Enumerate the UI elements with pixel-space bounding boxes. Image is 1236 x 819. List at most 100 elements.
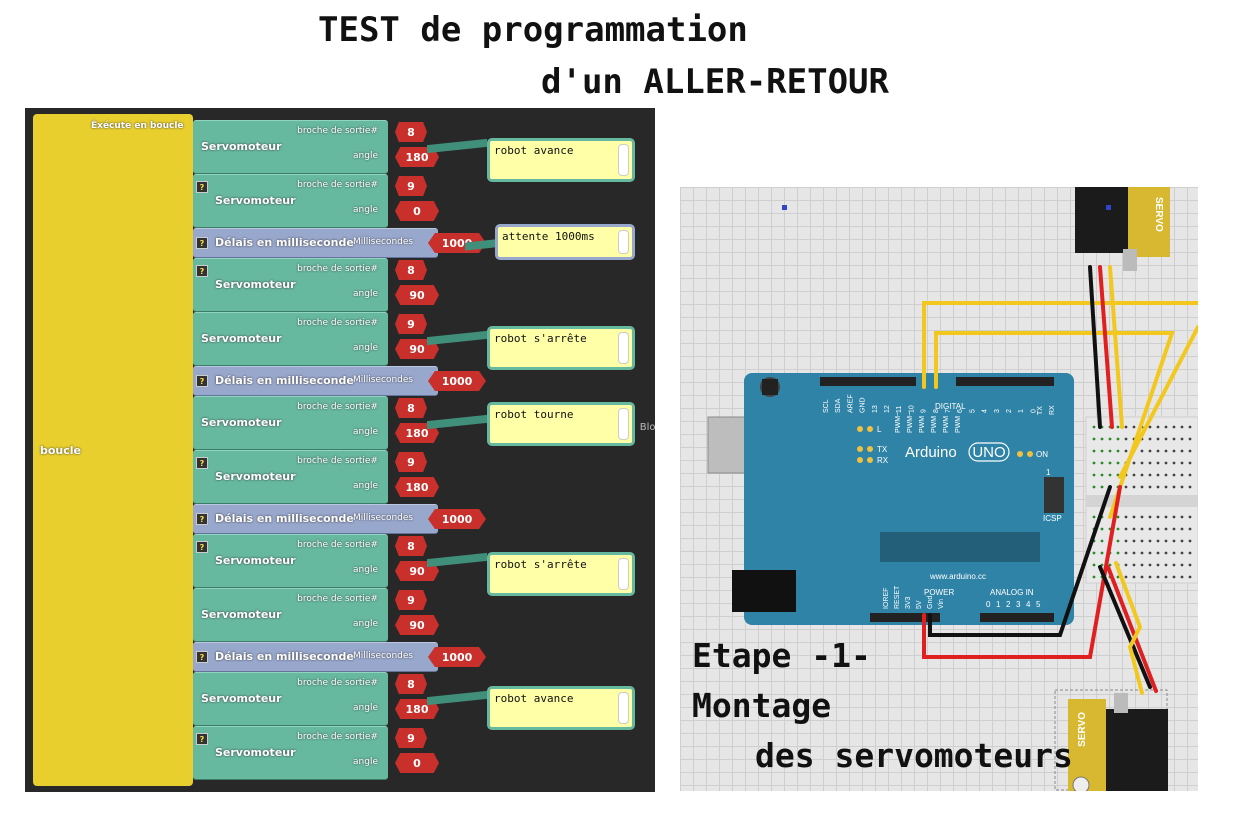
analog-pin-label: 2 [1006, 600, 1011, 609]
milliseconds-label: Millisecondes [353, 651, 414, 661]
comment-text: robot tourne [494, 408, 574, 421]
servo-bottom-label: SERVO [1077, 712, 1088, 747]
angle-value[interactable]: 90 [395, 285, 439, 305]
comment-note[interactable]: robot s'arrête [487, 552, 635, 596]
breadboard [1085, 416, 1198, 584]
pin-value[interactable]: 8 [395, 122, 427, 142]
pin-value[interactable]: 9 [395, 590, 427, 610]
txrx-label: TX [1037, 406, 1044, 415]
comment-text: attente 1000ms [502, 230, 595, 243]
board-icsp-num: 1 [1046, 468, 1051, 477]
comment-note[interactable]: robot avance [487, 686, 635, 730]
analog-pin-label: 4 [1026, 600, 1031, 609]
comment-scrollbar[interactable] [618, 408, 629, 440]
servo-block-label: Servomoteur [215, 278, 296, 291]
angle-value[interactable]: 0 [395, 753, 439, 773]
digital-pin-label: 12 [884, 405, 891, 413]
help-icon[interactable]: ? [196, 181, 208, 193]
pin-value[interactable]: 8 [395, 260, 427, 280]
comment-text: robot avance [494, 692, 574, 705]
digital-pin-label: 4 [982, 409, 989, 413]
title-line-2: d'un ALLER-RETOUR [541, 62, 889, 102]
milliseconds-value[interactable]: 1000 [428, 647, 486, 667]
help-icon[interactable]: ? [196, 733, 208, 745]
pwm-label: PWM [955, 416, 962, 433]
comment-note[interactable]: attente 1000ms [495, 224, 635, 260]
circuit-simulator[interactable]: SERVO SERVO [680, 187, 1198, 791]
angle-value[interactable]: 180 [395, 477, 439, 497]
digital-pin-label: 11 [896, 406, 903, 413]
board-model: UNO [972, 444, 1005, 461]
delay-block-label: Délais en milliseconde [215, 374, 354, 387]
pin-value[interactable]: 9 [395, 314, 427, 334]
angle-value[interactable]: 90 [395, 615, 439, 635]
help-icon[interactable]: ? [196, 513, 208, 525]
help-icon[interactable]: ? [196, 375, 208, 387]
pin-label: broche de sortie# [297, 540, 378, 550]
help-icon[interactable]: ? [196, 541, 208, 553]
help-icon[interactable]: ? [196, 237, 208, 249]
pin-value[interactable]: 8 [395, 536, 427, 556]
board-icsp-label: ICSP [1043, 514, 1062, 523]
comment-scrollbar[interactable] [618, 692, 629, 724]
help-icon[interactable]: ? [196, 651, 208, 663]
pin-value[interactable]: 9 [395, 452, 427, 472]
pin-label: broche de sortie# [297, 678, 378, 688]
comment-scrollbar[interactable] [618, 332, 629, 364]
digital-pin-label: 2 [1006, 409, 1013, 413]
delay-block-label: Délais en milliseconde [215, 650, 354, 663]
comment-scrollbar[interactable] [618, 230, 629, 254]
servo-block-label: Servomoteur [201, 692, 282, 705]
comment-note[interactable]: robot tourne [487, 402, 635, 446]
pin-value[interactable]: 9 [395, 728, 427, 748]
help-icon[interactable]: ? [196, 457, 208, 469]
pin-value[interactable]: 9 [395, 176, 427, 196]
help-icon[interactable]: ? [196, 265, 208, 277]
comment-text: robot s'arrête [494, 558, 587, 571]
digital-pin-label: 3 [994, 409, 1001, 413]
board-analog-label: ANALOG IN [990, 588, 1034, 597]
power-pin-label: Vin [938, 599, 945, 609]
comment-connector [427, 690, 487, 706]
servo-block-label: Servomoteur [201, 140, 282, 153]
pin-label: broche de sortie# [297, 732, 378, 742]
comment-connector [427, 138, 487, 154]
comment-text: robot s'arrête [494, 332, 587, 345]
analog-pin-label: 5 [1036, 600, 1041, 609]
comment-scrollbar[interactable] [618, 144, 629, 176]
digital-pin-label: SCL [823, 399, 830, 413]
pin-label: broche de sortie# [297, 126, 378, 136]
angle-label: angle [353, 343, 378, 353]
pin-value[interactable]: 8 [395, 674, 427, 694]
power-pin-label: 5V [916, 600, 923, 609]
loop-block[interactable] [33, 114, 193, 786]
comment-note[interactable]: robot s'arrête [487, 326, 635, 370]
angle-value[interactable]: 0 [395, 201, 439, 221]
angle-label: angle [353, 205, 378, 215]
servo-bottom: SERVO [1054, 689, 1168, 791]
board-power-label: POWER [924, 588, 954, 597]
pin-value[interactable]: 8 [395, 398, 427, 418]
milliseconds-value[interactable]: 1000 [428, 371, 486, 391]
comment-scrollbar[interactable] [618, 558, 629, 590]
digital-pin-label: SDA [835, 398, 842, 413]
comment-text: robot avance [494, 144, 574, 157]
pin-label: broche de sortie# [297, 456, 378, 466]
milliseconds-value[interactable]: 1000 [428, 509, 486, 529]
comment-note[interactable]: robot avance [487, 138, 635, 182]
